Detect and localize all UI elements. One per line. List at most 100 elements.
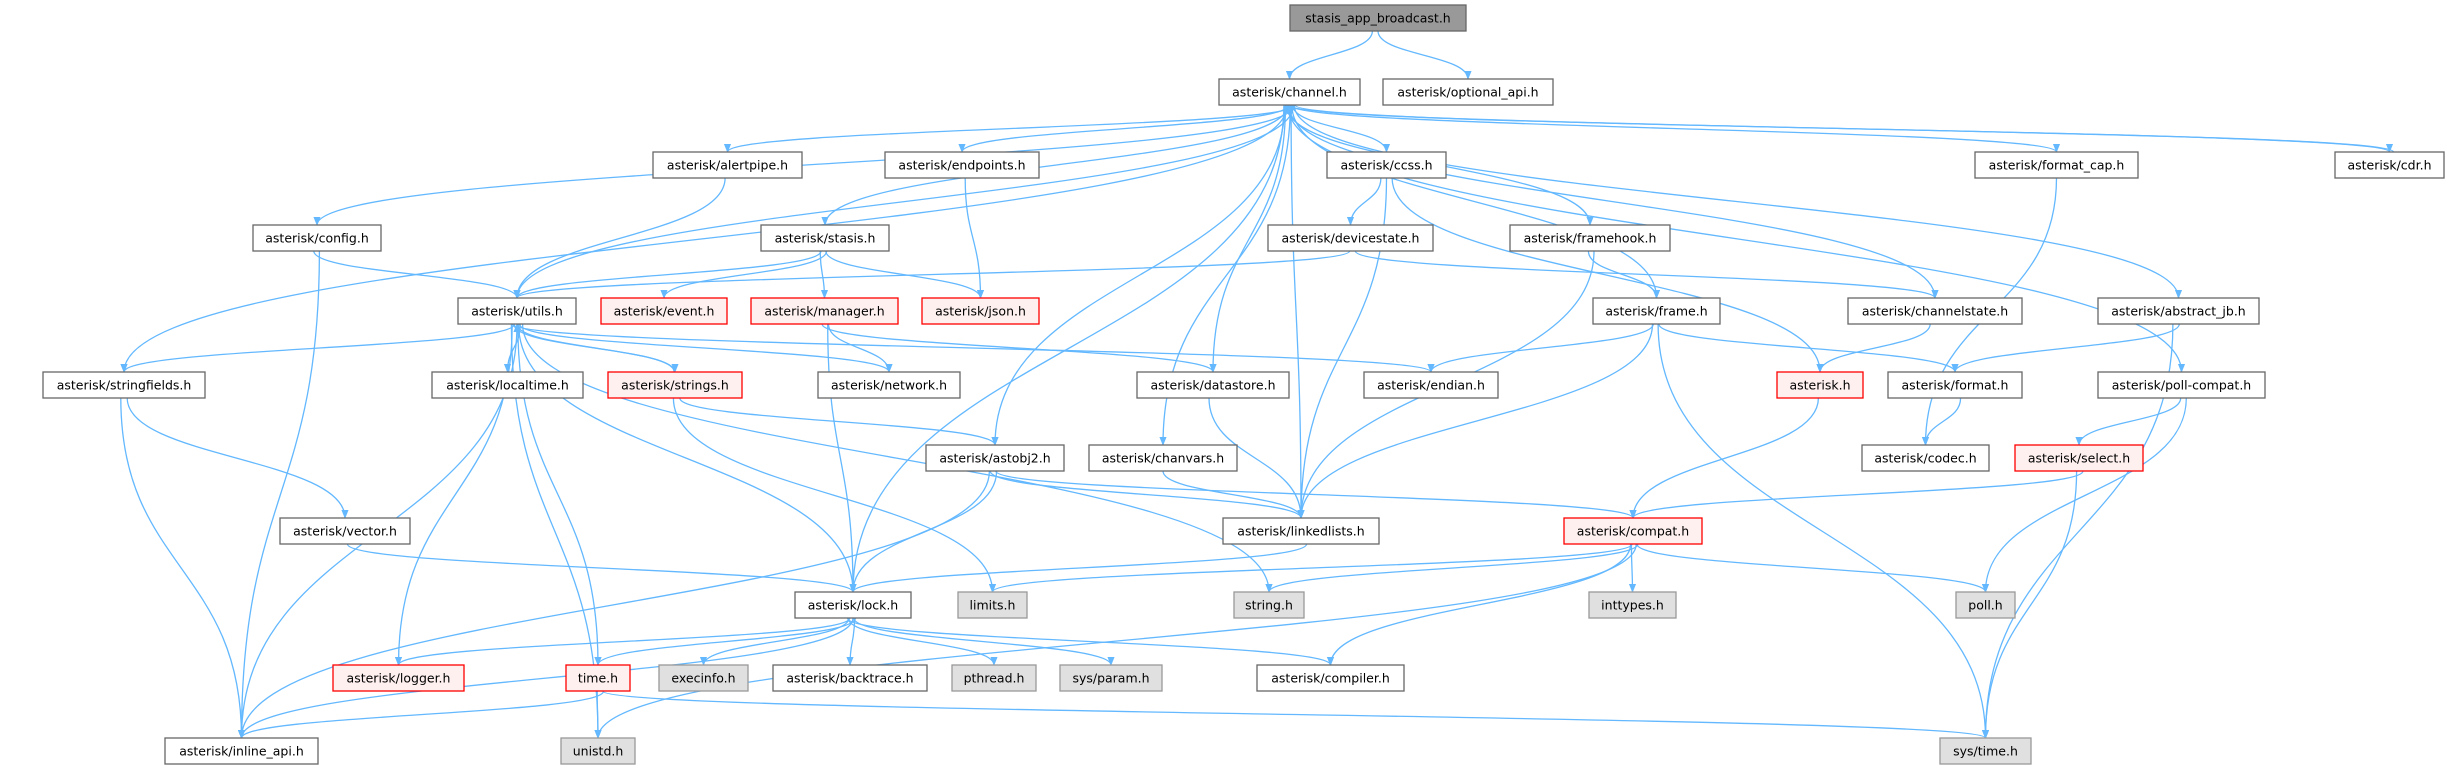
- node-root[interactable]: stasis_app_broadcast.h: [1289, 4, 1467, 32]
- node-alertpipe[interactable]: asterisk/alertpipe.h: [652, 151, 803, 179]
- node-label: asterisk/cdr.h: [2347, 158, 2431, 173]
- node-systime[interactable]: sys/time.h: [1939, 737, 2032, 765]
- edge-utils-to-endian: [512, 323, 1435, 373]
- node-localtime[interactable]: asterisk/localtime.h: [431, 371, 584, 399]
- node-config[interactable]: asterisk/config.h: [252, 224, 382, 252]
- edge-utils-to-stringfields: [120, 323, 516, 373]
- node-asterisk[interactable]: asterisk.h: [1776, 371, 1864, 399]
- node-label: asterisk/chanvars.h: [1102, 451, 1224, 466]
- node-lock[interactable]: asterisk/lock.h: [794, 591, 912, 619]
- node-pthread[interactable]: pthread.h: [951, 664, 1037, 692]
- node-time[interactable]: time.h: [565, 664, 631, 692]
- node-box: [1887, 371, 2023, 399]
- node-box: [2097, 371, 2266, 399]
- edge-frame-to-systime: [1657, 323, 1990, 739]
- node-box: [600, 297, 728, 325]
- node-box: [1382, 78, 1554, 106]
- node-box: [164, 737, 319, 765]
- node-label: asterisk/endpoints.h: [898, 158, 1025, 173]
- node-label: asterisk/event.h: [614, 304, 715, 319]
- node-inttypes[interactable]: inttypes.h: [1588, 591, 1677, 619]
- edge-channel-to-stasis: [821, 104, 1289, 226]
- node-label: inttypes.h: [1601, 598, 1664, 613]
- node-framehook[interactable]: asterisk/framehook.h: [1509, 224, 1671, 252]
- node-astobj2[interactable]: asterisk/astobj2.h: [925, 444, 1065, 472]
- node-box: [652, 151, 803, 179]
- edge-lock-to-pthread: [847, 617, 998, 666]
- node-box: [1776, 371, 1864, 399]
- node-box: [1326, 151, 1447, 179]
- edge-vector-to-lock: [346, 543, 857, 593]
- node-cdr[interactable]: asterisk/cdr.h: [2334, 151, 2445, 179]
- node-sysparam[interactable]: sys/param.h: [1059, 664, 1163, 692]
- edge-ccss-to-asterisk: [1391, 177, 1824, 373]
- edge-manager-to-network: [827, 323, 893, 373]
- edge-stringfields-to-vector: [126, 397, 349, 519]
- node-string[interactable]: string.h: [1233, 591, 1305, 619]
- node-box: [2334, 151, 2445, 179]
- node-label: asterisk/linkedlists.h: [1237, 524, 1364, 539]
- edge-select-to-compat: [1629, 470, 2084, 519]
- node-label: asterisk/inline_api.h: [179, 744, 304, 759]
- node-compiler[interactable]: asterisk/compiler.h: [1256, 664, 1405, 692]
- node-box: [1267, 224, 1434, 252]
- node-vector[interactable]: asterisk/vector.h: [279, 517, 411, 545]
- node-chanvars[interactable]: asterisk/chanvars.h: [1088, 444, 1238, 472]
- node-label: asterisk/endian.h: [1377, 378, 1485, 393]
- node-compat[interactable]: asterisk/compat.h: [1563, 517, 1703, 545]
- node-label: asterisk/localtime.h: [446, 378, 569, 393]
- node-box: [957, 591, 1028, 619]
- edge-poll_compat-to-poll: [1981, 397, 2187, 593]
- node-optional-api[interactable]: asterisk/optional_api.h: [1382, 78, 1554, 106]
- node-event[interactable]: asterisk/event.h: [600, 297, 728, 325]
- node-box: [1136, 371, 1290, 399]
- node-box: [1088, 444, 1238, 472]
- edge-lock-to-inline_api: [237, 617, 854, 739]
- node-network[interactable]: asterisk/network.h: [817, 371, 961, 399]
- node-label: asterisk/alertpipe.h: [667, 158, 788, 173]
- node-execinfo[interactable]: execinfo.h: [658, 664, 749, 692]
- node-select[interactable]: asterisk/select.h: [2014, 444, 2144, 472]
- node-manager[interactable]: asterisk/manager.h: [750, 297, 899, 325]
- edge-stringfields-to-inline_api: [120, 397, 246, 739]
- node-logger[interactable]: asterisk/logger.h: [332, 664, 465, 692]
- node-endian[interactable]: asterisk/endian.h: [1363, 371, 1499, 399]
- edge-compat-to-limits: [989, 543, 1633, 593]
- node-endpoints[interactable]: asterisk/endpoints.h: [884, 151, 1040, 179]
- edge-channelstate-to-asterisk: [1816, 323, 1931, 373]
- node-box: [1955, 591, 2016, 619]
- node-inline-api[interactable]: asterisk/inline_api.h: [164, 737, 319, 765]
- node-channel[interactable]: asterisk/channel.h: [1218, 78, 1361, 106]
- node-limits[interactable]: limits.h: [957, 591, 1028, 619]
- node-format[interactable]: asterisk/format.h: [1887, 371, 2023, 399]
- node-poll[interactable]: poll.h: [1955, 591, 2016, 619]
- node-channelstate[interactable]: asterisk/channelstate.h: [1847, 297, 2023, 325]
- node-label: string.h: [1245, 598, 1293, 613]
- node-ccss[interactable]: asterisk/ccss.h: [1326, 151, 1447, 179]
- node-devicestate[interactable]: asterisk/devicestate.h: [1267, 224, 1434, 252]
- edge-root-to-optional_api: [1377, 30, 1472, 80]
- node-format-cap[interactable]: asterisk/format_cap.h: [1974, 151, 2139, 179]
- node-poll-compat[interactable]: asterisk/poll-compat.h: [2097, 371, 2266, 399]
- node-json[interactable]: asterisk/json.h: [921, 297, 1040, 325]
- node-box: [925, 444, 1065, 472]
- node-codec[interactable]: asterisk/codec.h: [1861, 444, 1990, 472]
- edge-frame-to-format: [1658, 323, 1959, 373]
- node-abstract-jb[interactable]: asterisk/abstract_jb.h: [2097, 297, 2260, 325]
- edge-channel-to-stringfields: [120, 104, 1288, 373]
- node-datastore[interactable]: asterisk/datastore.h: [1136, 371, 1290, 399]
- edge-manager-to-lock: [827, 323, 857, 593]
- node-label: asterisk/network.h: [831, 378, 947, 393]
- node-backtrace[interactable]: asterisk/backtrace.h: [772, 664, 928, 692]
- node-stringfields[interactable]: asterisk/stringfields.h: [42, 371, 206, 399]
- edge-frame-to-endian: [1427, 323, 1654, 373]
- node-utils[interactable]: asterisk/utils.h: [457, 297, 577, 325]
- node-linkedlists[interactable]: asterisk/linkedlists.h: [1222, 517, 1380, 545]
- node-unistd[interactable]: unistd.h: [560, 737, 636, 765]
- edge-utils-to-unistd: [510, 323, 602, 739]
- node-strings[interactable]: asterisk/strings.h: [607, 371, 743, 399]
- node-label: asterisk/backtrace.h: [786, 671, 913, 686]
- node-frame[interactable]: asterisk/frame.h: [1592, 297, 1721, 325]
- node-stasis[interactable]: asterisk/stasis.h: [760, 224, 890, 252]
